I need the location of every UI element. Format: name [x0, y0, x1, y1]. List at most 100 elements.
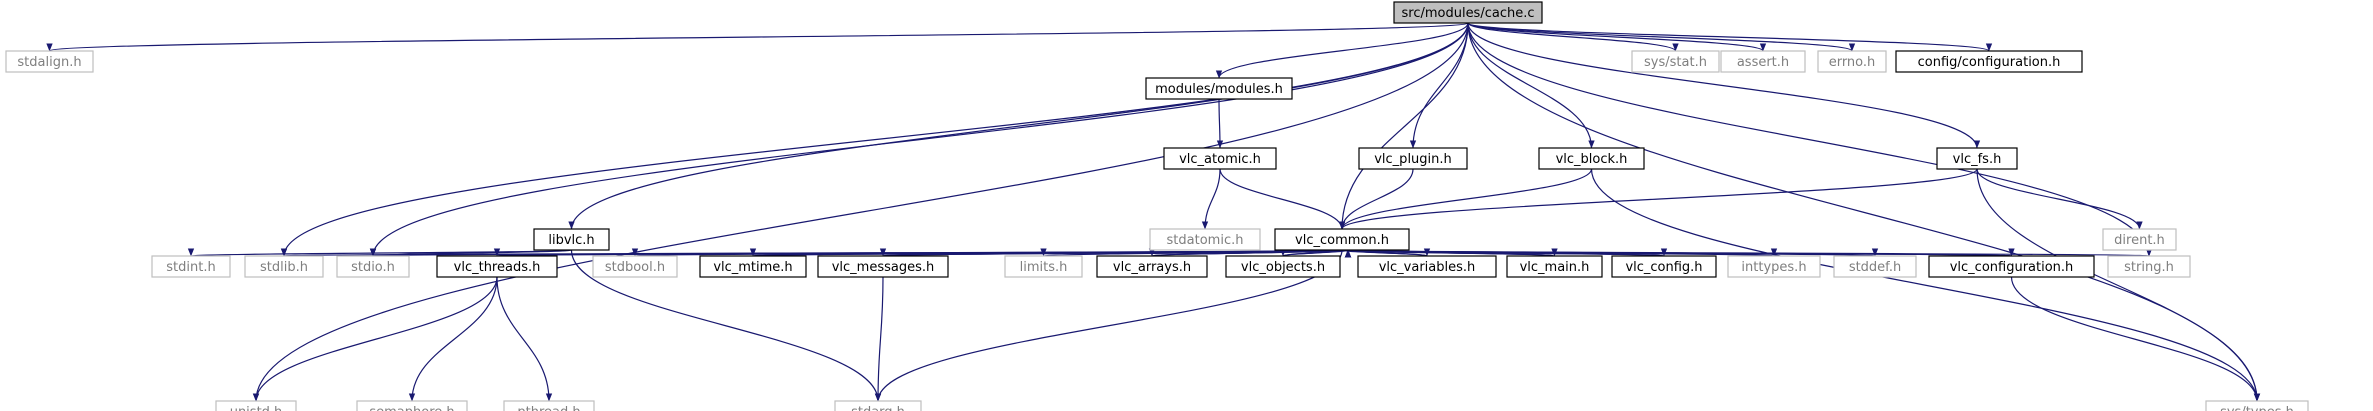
node-label: vlc_plugin.h	[1374, 152, 1452, 167]
node-stdarg: stdarg.h	[834, 400, 922, 411]
node-box	[356, 400, 468, 411]
node-box	[1895, 50, 2083, 73]
node-vlc-config[interactable]: vlc_config.h	[1611, 255, 1717, 278]
node-modules[interactable]: modules/modules.h	[1145, 77, 1293, 100]
node-stdlib: stdlib.h	[244, 255, 324, 278]
edge-vlc-plugin-to-vlc-common	[1338, 168, 1414, 230]
edge-libvlc-to-stdarg	[570, 249, 882, 402]
node-vlc-objects[interactable]: vlc_objects.h	[1225, 255, 1341, 278]
node-label: vlc_objects.h	[1241, 260, 1325, 275]
edge-vlc-configuration-to-sys-types	[2010, 276, 2261, 402]
node-stdatomic: stdatomic.h	[1149, 228, 1261, 251]
edge-vlc-arrays-to-vlc-common	[1151, 249, 1351, 258]
node-vlc-variables[interactable]: vlc_variables.h	[1357, 255, 1497, 278]
node-semaphore: semaphore.h	[356, 400, 468, 411]
node-label: vlc_block.h	[1556, 152, 1628, 167]
node-box	[533, 228, 610, 251]
node-label: modules/modules.h	[1155, 82, 1283, 97]
node-label: inttypes.h	[1741, 260, 1806, 275]
node-label: errno.h	[1829, 55, 1876, 70]
edge-cache-to-sys-stat	[1467, 22, 1679, 52]
node-box	[1274, 228, 1410, 251]
node-box	[2205, 400, 2309, 411]
node-box	[436, 255, 558, 278]
node-label: stdint.h	[166, 260, 215, 275]
node-box	[1357, 255, 1497, 278]
node-box	[151, 255, 231, 278]
edge-cache-to-vlc-common	[1338, 22, 1469, 230]
edge-cache-to-modules	[1215, 22, 1469, 79]
node-box	[1004, 255, 1083, 278]
node-label: vlc_messages.h	[832, 260, 935, 275]
node-limits: limits.h	[1004, 255, 1083, 278]
node-box	[817, 255, 949, 278]
node-box	[503, 400, 595, 411]
node-label: stdarg.h	[851, 405, 905, 411]
node-string: string.h	[2107, 255, 2191, 278]
node-label: semaphore.h	[369, 405, 454, 411]
edge-vlc-messages-to-stdarg	[874, 276, 884, 402]
node-label: vlc_mtime.h	[713, 260, 792, 275]
node-label: sys/types.h	[2220, 405, 2294, 411]
node-vlc-messages[interactable]: vlc_messages.h	[817, 255, 949, 278]
edge-cache-to-errno	[1467, 22, 1855, 52]
node-label: vlc_common.h	[1295, 233, 1389, 248]
node-vlc-atomic[interactable]: vlc_atomic.h	[1163, 147, 1277, 170]
node-box	[1225, 255, 1341, 278]
edge-cache-to-vlc-block	[1467, 22, 1595, 149]
node-box	[1163, 147, 1277, 170]
node-libvlc[interactable]: libvlc.h	[533, 228, 610, 251]
node-label: vlc_variables.h	[1379, 260, 1476, 275]
node-box	[2107, 255, 2191, 278]
node-label: stdatomic.h	[1167, 233, 1244, 248]
node-box	[215, 400, 297, 411]
node-box	[1936, 147, 2018, 170]
node-box	[592, 255, 678, 278]
node-box	[699, 255, 807, 278]
node-box	[834, 400, 922, 411]
node-label: assert.h	[1737, 55, 1789, 70]
node-errno: errno.h	[1817, 50, 1887, 73]
node-vlc-fs[interactable]: vlc_fs.h	[1936, 147, 2018, 170]
node-label: stddef.h	[1849, 260, 1901, 275]
edge-vlc-fs-to-dirent	[1976, 168, 2143, 230]
node-vlc-common[interactable]: vlc_common.h	[1274, 228, 1410, 251]
node-box	[1393, 1, 1543, 24]
node-vlc-mtime[interactable]: vlc_mtime.h	[699, 255, 807, 278]
node-box	[5, 50, 94, 73]
node-vlc-plugin[interactable]: vlc_plugin.h	[1358, 147, 1468, 170]
node-box	[1506, 255, 1603, 278]
edge-vlc-config-to-vlc-common	[1345, 249, 1665, 258]
node-label: src/modules/cache.c	[1401, 6, 1534, 21]
node-label: vlc_threads.h	[454, 260, 541, 275]
node-label: limits.h	[1020, 260, 1068, 275]
edge-vlc-threads-to-pthread	[496, 276, 553, 402]
node-vlc-configuration[interactable]: vlc_configuration.h	[1928, 255, 2095, 278]
node-dirent: dirent.h	[2102, 228, 2177, 251]
node-stdint: stdint.h	[151, 255, 231, 278]
node-box	[1149, 228, 1261, 251]
node-vlc-arrays[interactable]: vlc_arrays.h	[1096, 255, 1208, 278]
node-config-configuration[interactable]: config/configuration.h	[1895, 50, 2083, 73]
node-layer: src/modules/cache.cstdalign.hunistd.hstd…	[5, 1, 2309, 411]
node-stdalign: stdalign.h	[5, 50, 94, 73]
node-box	[1720, 50, 1806, 73]
edge-layer	[47, 22, 2261, 402]
edge-vlc-atomic-to-vlc-common	[1219, 168, 1346, 230]
node-box	[1538, 147, 1645, 170]
edge-vlc-block-to-sys-types	[1590, 168, 2261, 402]
node-vlc-block[interactable]: vlc_block.h	[1538, 147, 1645, 170]
node-label: vlc_configuration.h	[1950, 260, 2074, 275]
node-box	[1817, 50, 1887, 73]
edge-vlc-fs-to-sys-types	[1976, 168, 2261, 402]
node-sys-stat: sys/stat.h	[1631, 50, 1720, 73]
node-label: stdalign.h	[17, 55, 81, 70]
node-vlc-main[interactable]: vlc_main.h	[1506, 255, 1603, 278]
node-stddef: stddef.h	[1833, 255, 1917, 278]
edge-vlc-threads-to-unistd	[252, 276, 498, 402]
node-box	[1358, 147, 1468, 170]
node-box	[1145, 77, 1293, 100]
edge-vlc-block-to-vlc-common	[1338, 168, 1593, 230]
node-vlc-threads[interactable]: vlc_threads.h	[436, 255, 558, 278]
